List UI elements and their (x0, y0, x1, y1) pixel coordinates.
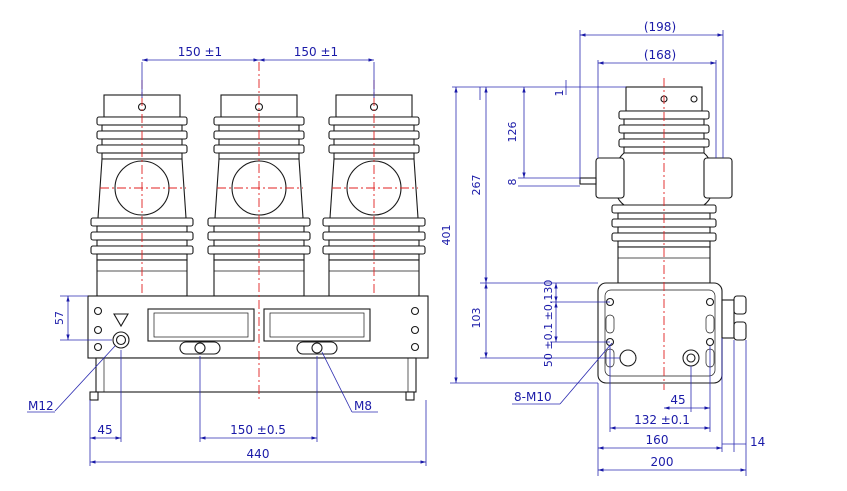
dim-200: 200 (651, 455, 674, 469)
dim-440: 440 (247, 447, 270, 461)
dim-160: 160 (646, 433, 669, 447)
dim-267: 267 (470, 175, 483, 196)
dim-103: 103 (470, 308, 483, 329)
window-right (263, 308, 371, 342)
dim-130: ±0.130 (542, 280, 555, 321)
dim-132: 132 ±0.1 (634, 413, 690, 427)
dim-14: 14 (750, 435, 765, 449)
dim-150-05: 150 ±0.5 (230, 423, 286, 437)
dim-126: 126 (506, 122, 519, 143)
side-view: (198) (168) 1 126 8 267 401 103 ±0.130 5… (440, 20, 765, 476)
dim-50: 50 ±0.1 (542, 323, 555, 367)
side-terminal-right (703, 157, 733, 199)
window-left (147, 308, 255, 342)
dim-401: 401 (440, 225, 453, 246)
dim-pitch-right: 150 ±1 (294, 45, 338, 59)
dim-pitch-left: 150 ±1 (178, 45, 222, 59)
dim-45-side: 45 (670, 393, 685, 407)
dim-1: 1 (553, 90, 566, 97)
label-m12: M12 (28, 399, 54, 413)
dim-198: (198) (644, 20, 676, 34)
dim-height-57: 57 (53, 311, 66, 325)
dim-8: 8 (506, 179, 519, 186)
dim-168: (168) (644, 48, 676, 62)
side-terminal-left (595, 157, 625, 199)
front-view: 150 ±1 150 ±1 57 M12 M8 45 150 ±0.5 440 (27, 45, 429, 466)
mechanism-housing (87, 295, 429, 359)
side-mechanism-box (597, 282, 723, 384)
label-8m10: 8-M10 (514, 390, 552, 404)
dim-45: 45 (97, 423, 112, 437)
label-m8: M8 (354, 399, 372, 413)
